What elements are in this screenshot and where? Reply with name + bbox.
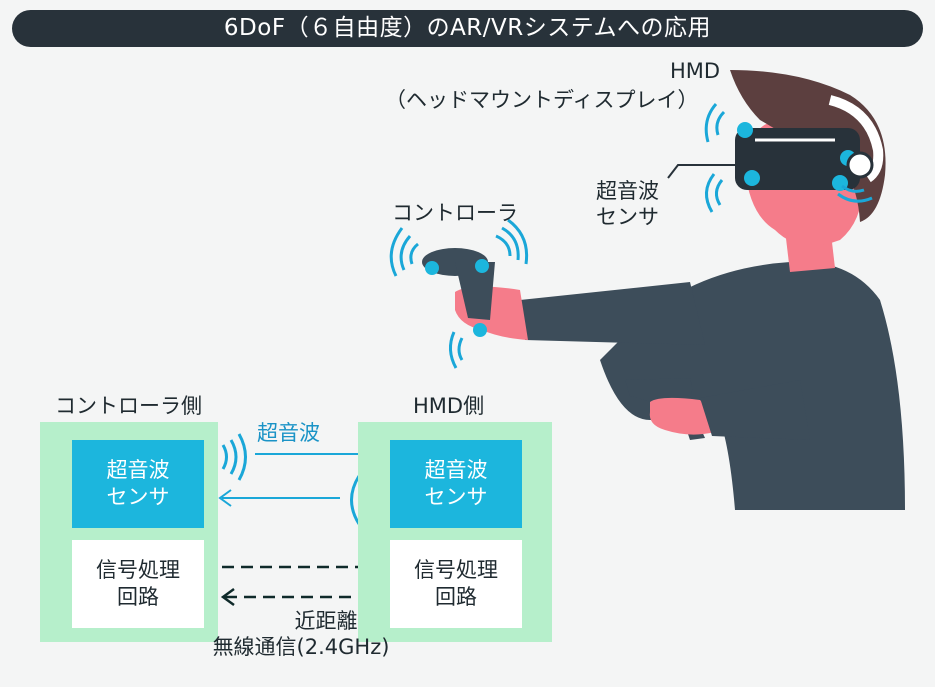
second-hand [649, 397, 720, 435]
controller-sensor-box: 超音波 センサ [72, 440, 204, 528]
wireless-label-line2: 無線通信(2.4GHz) [212, 635, 390, 659]
ultrasonic-arrow-label: 超音波 [257, 421, 320, 445]
arrowhead [218, 489, 232, 507]
hmd-sensor-dot [744, 170, 760, 186]
second-arm [700, 380, 810, 440]
hmd-sensor-box: 超音波 センサ [390, 440, 522, 528]
sensor-box-line1: 超音波 [106, 458, 170, 482]
signal-box-line1: 信号処理 [96, 558, 180, 582]
hmd-full-name-label: （ヘッドマウントディスプレイ） [385, 88, 699, 112]
sensor-box-line2: センサ [424, 485, 488, 509]
hmd-sensor-label-line1: 超音波 [596, 179, 659, 203]
hmd-signal-box: 信号処理 回路 [390, 540, 522, 628]
hmd-sensor-label: 超音波 センサ [585, 178, 670, 230]
hmd-wave-icon [704, 103, 873, 213]
controller-grip [455, 262, 495, 320]
controller-side-label: コントローラ側 [55, 394, 202, 418]
signal-box-line2: 回路 [435, 585, 477, 609]
hmd-sensor-dot [737, 122, 753, 138]
signal-box-line1: 信号処理 [414, 558, 498, 582]
controller-wave-icon [389, 218, 529, 369]
hmd-sensor-label-line2: センサ [596, 205, 659, 229]
hmd-side-disc [846, 151, 874, 179]
hmd-side-label: HMD側 [413, 394, 485, 418]
controller-label: コントローラ [392, 201, 518, 225]
arrowhead [220, 587, 235, 607]
wireless-label-line1: 近距離 [294, 609, 358, 633]
controller-sensor-dot [425, 261, 439, 275]
hmd-visor [735, 128, 860, 190]
controller-side-wave-icon [221, 433, 247, 481]
controller-sensor-dot [475, 259, 489, 273]
person-arm [520, 282, 705, 345]
sensor-box-line1: 超音波 [424, 458, 488, 482]
sensor-box-line2: センサ [106, 485, 170, 509]
title-banner: 6DoF（６自由度）のAR/VRシステムへの応用 [12, 10, 923, 47]
sensor-leader-line [667, 164, 840, 179]
title-text: 6DoF（６自由度）のAR/VRシステムへの応用 [223, 15, 712, 41]
hmd-strap [828, 95, 884, 183]
wireless-label: 近距離 無線通信(2.4GHz) [186, 608, 416, 660]
controller-sensor-dot [473, 323, 487, 337]
controller-signal-box: 信号処理 回路 [72, 540, 204, 628]
signal-box-line2: 回路 [117, 585, 159, 609]
hmd-label: HMD [670, 59, 721, 83]
